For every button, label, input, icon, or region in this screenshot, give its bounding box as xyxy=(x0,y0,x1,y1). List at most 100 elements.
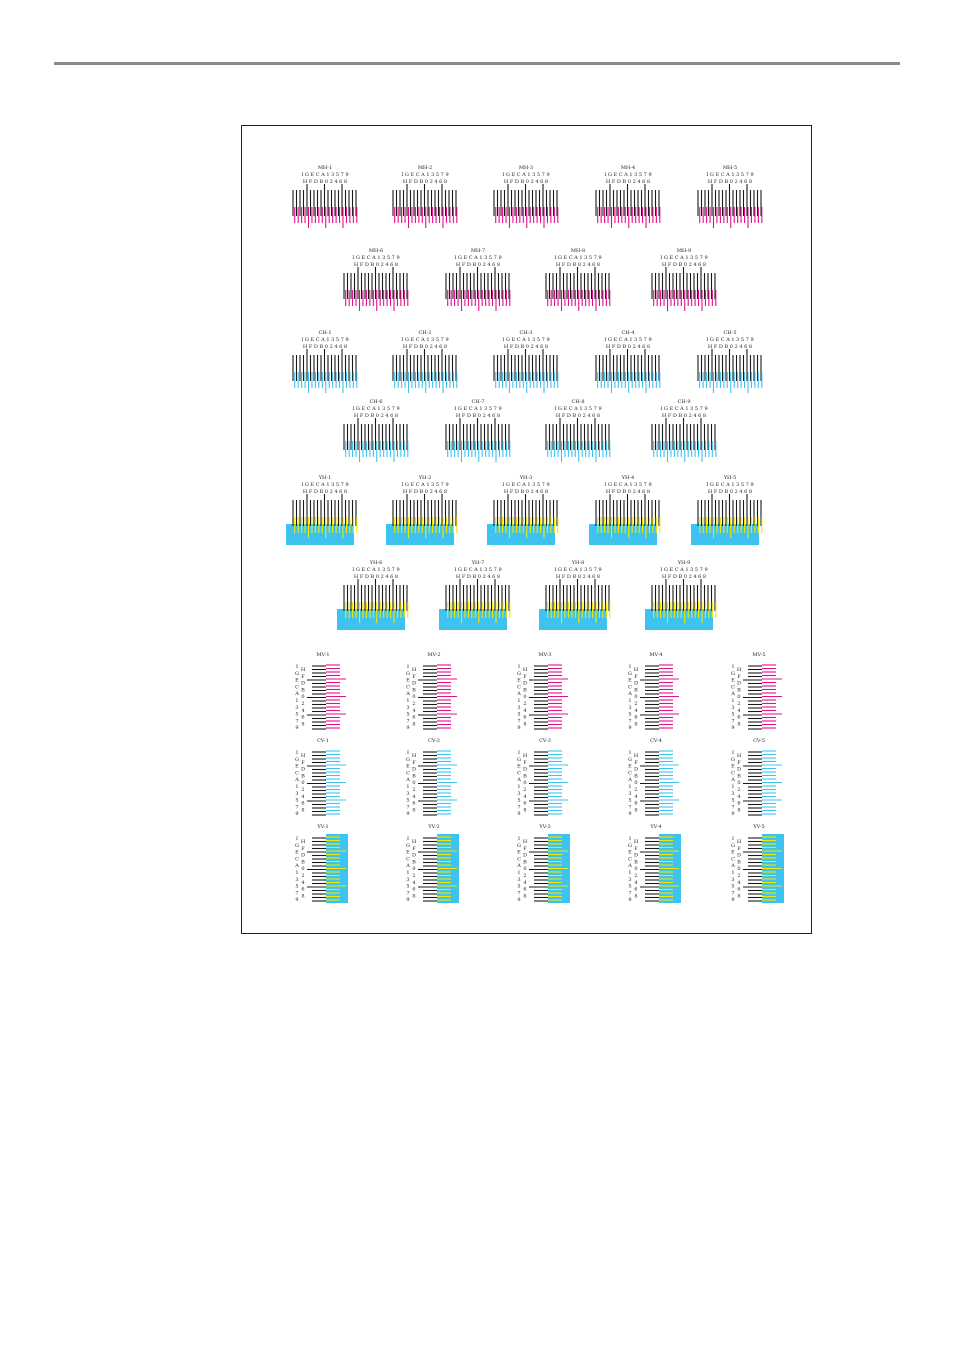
scale-col-2: 8 xyxy=(737,721,740,727)
scale-col-1: 3 xyxy=(517,791,520,797)
scale-col-2: 4 xyxy=(523,794,526,800)
scale-col-2: 4 xyxy=(412,880,415,886)
horizontal-pattern-ch-7: CH-7I G E C A 1 3 5 7 9H F D B 0 2 4 6 8 xyxy=(445,399,511,462)
scale-row-1: I G E C A 1 3 5 7 9 xyxy=(401,172,448,178)
scale-col-2: D xyxy=(634,681,638,687)
scale-col-2: H xyxy=(523,667,528,673)
scale-col-2: D xyxy=(412,767,416,773)
horizontal-pattern-mh-4: MH-4I G E C A 1 3 5 7 9H F D B 0 2 4 6 8 xyxy=(595,165,661,228)
cyan-background xyxy=(439,609,507,630)
scale-col-1: 1 xyxy=(628,698,631,704)
scale-col-1: G xyxy=(517,843,521,849)
scale-col-1: E xyxy=(406,764,410,770)
scale-col-2: H xyxy=(412,839,417,845)
scale-row-2: H F D B 0 2 4 6 8 xyxy=(662,413,706,419)
scale-col-1: A xyxy=(730,777,735,783)
scale-col-2: D xyxy=(634,853,638,859)
scale-row-2: H F D B 0 2 4 6 8 xyxy=(662,574,706,580)
scale-col-2: 2 xyxy=(523,873,526,879)
scale-col-1: C xyxy=(731,770,735,776)
scale-row-2: H F D B 0 2 4 6 8 xyxy=(504,489,548,495)
scale-row-2: H F D B 0 2 4 6 8 xyxy=(403,489,447,495)
scale-col-2: 8 xyxy=(737,893,740,899)
scale-col-2: 2 xyxy=(523,787,526,793)
scale-row-2: H F D B 0 2 4 6 8 xyxy=(303,489,347,495)
scale-col-1: I xyxy=(732,836,734,842)
scale-row-2: H F D B 0 2 4 6 8 xyxy=(354,574,398,580)
scale-col-2: F xyxy=(301,674,305,680)
scale-row-1: I G E C A 1 3 5 7 9 xyxy=(301,337,348,343)
scale-col-2: 0 xyxy=(301,866,304,872)
scale-col-1: 3 xyxy=(628,705,631,711)
scale-col-1: 1 xyxy=(731,784,734,790)
scale-col-1: A xyxy=(627,691,632,697)
scale-col-1: 9 xyxy=(295,897,298,903)
scale-col-1: C xyxy=(406,684,410,690)
scale-col-1: 3 xyxy=(731,877,734,883)
scale-col-1: A xyxy=(294,777,299,783)
scale-col-2: D xyxy=(301,767,305,773)
scale-col-1: 9 xyxy=(406,897,409,903)
scale-col-1: A xyxy=(516,863,521,869)
scale-col-2: 6 xyxy=(737,715,740,721)
scale-col-1: C xyxy=(406,770,410,776)
scale-col-2: F xyxy=(301,846,305,852)
scale-col-2: B xyxy=(412,859,416,865)
scale-col-2: 4 xyxy=(523,880,526,886)
scale-col-2: B xyxy=(634,859,638,865)
pattern-label: CH-4 xyxy=(621,330,634,336)
scale-col-2: 6 xyxy=(301,801,304,807)
scale-col-2: 8 xyxy=(301,893,304,899)
scale-col-1: 5 xyxy=(517,798,520,804)
horizontal-pattern-mh-8: MH-8I G E C A 1 3 5 7 9H F D B 0 2 4 6 8 xyxy=(545,248,611,311)
scale-col-1: 1 xyxy=(295,698,298,704)
scale-col-2: 8 xyxy=(737,807,740,813)
scale-col-2: H xyxy=(634,667,639,673)
scale-row-1: I G E C A 1 3 5 7 9 xyxy=(706,337,753,343)
scale-col-1: 9 xyxy=(295,811,298,817)
scale-col-1: A xyxy=(516,777,521,783)
scale-col-2: 4 xyxy=(634,880,637,886)
scale-col-2: F xyxy=(737,674,741,680)
scale-col-2: H xyxy=(523,753,528,759)
scale-col-1: A xyxy=(730,863,735,869)
scale-col-2: 8 xyxy=(523,721,526,727)
scale-col-2: B xyxy=(523,773,527,779)
cyan-background xyxy=(691,524,759,545)
scale-row-1: I G E C A 1 3 5 7 9 xyxy=(502,337,549,343)
scale-col-1: 7 xyxy=(731,890,734,896)
scale-col-1: 7 xyxy=(406,890,409,896)
scale-col-2: 6 xyxy=(737,887,740,893)
scale-col-2: 0 xyxy=(523,694,526,700)
scale-col-2: 8 xyxy=(634,807,637,813)
horizontal-pattern-mh-9: MH-9I G E C A 1 3 5 7 9H F D B 0 2 4 6 8 xyxy=(651,248,717,311)
scale-col-1: 5 xyxy=(517,884,520,890)
scale-col-1: 7 xyxy=(628,804,631,810)
scale-col-2: D xyxy=(523,767,527,773)
scale-col-2: F xyxy=(634,674,638,680)
cyan-background xyxy=(487,524,555,545)
scale-row-2: H F D B 0 2 4 6 8 xyxy=(708,179,752,185)
scale-col-1: G xyxy=(295,671,299,677)
pattern-label: MH-8 xyxy=(571,248,585,254)
scale-row-2: H F D B 0 2 4 6 8 xyxy=(606,489,650,495)
scale-row-1: I G E C A 1 3 5 7 9 xyxy=(401,482,448,488)
scale-row-1: I G E C A 1 3 5 7 9 xyxy=(352,406,399,412)
horizontal-pattern-yh-6: YH-6I G E C A 1 3 5 7 9H F D B 0 2 4 6 8 xyxy=(337,560,409,630)
scale-col-2: H xyxy=(301,839,306,845)
scale-col-2: 0 xyxy=(634,866,637,872)
scale-col-2: 8 xyxy=(634,893,637,899)
scale-col-2: B xyxy=(412,773,416,779)
scale-col-1: 9 xyxy=(628,897,631,903)
scale-col-1: 1 xyxy=(731,698,734,704)
scale-col-1: I xyxy=(518,664,520,670)
scale-col-2: 6 xyxy=(523,801,526,807)
pattern-label: CH-6 xyxy=(369,399,382,405)
scale-col-1: 7 xyxy=(295,804,298,810)
scale-col-1: 9 xyxy=(731,897,734,903)
scale-col-1: E xyxy=(731,764,735,770)
